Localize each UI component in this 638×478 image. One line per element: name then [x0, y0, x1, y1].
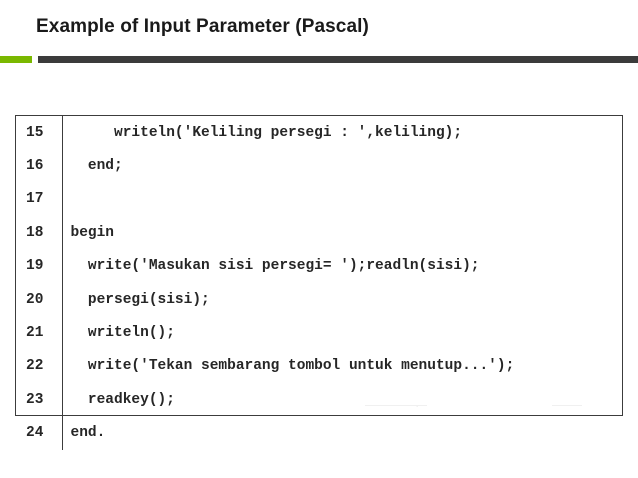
- code-listing-box: 15 writeln('Keliling persegi : ',kelilin…: [15, 115, 623, 450]
- code-line: readkey();: [70, 391, 175, 408]
- line-number: 17: [16, 182, 63, 217]
- divider-gap: [32, 56, 38, 63]
- code-line: writeln();: [70, 325, 175, 342]
- line-number: 16: [16, 149, 63, 183]
- code-line: write('Masukan sisi persegi= ');readln(s…: [70, 258, 480, 275]
- line-number: 24: [16, 416, 63, 450]
- page-artifact-marker: .: [416, 400, 419, 409]
- table-row: 19 write('Masukan sisi persegi= ');readl…: [16, 249, 622, 283]
- table-row: 22 write('Tekan sembarang tombol untuk m…: [16, 349, 622, 384]
- code-line: end.: [70, 425, 106, 442]
- code-line: [62, 183, 622, 216]
- line-number: 23: [16, 383, 63, 417]
- line-number: 20: [16, 282, 63, 317]
- code-line: writeln('Keliling persegi : ',keliling);: [70, 124, 463, 141]
- table-row: 21 writeln();: [16, 316, 622, 350]
- code-line: persegi(sisi);: [70, 291, 210, 308]
- table-row: 16 end;: [16, 149, 622, 183]
- line-number: 15: [16, 116, 63, 150]
- page-artifact-line-right: [552, 405, 582, 406]
- page-title: Example of Input Parameter (Pascal): [36, 16, 369, 37]
- table-row: 24 end.: [16, 416, 622, 450]
- page-artifact-line-left: [365, 405, 427, 406]
- title-divider: [0, 56, 638, 63]
- divider-dark-bar: [0, 56, 638, 63]
- divider-accent-bar: [0, 56, 32, 63]
- code-table: 15 writeln('Keliling persegi : ',kelilin…: [16, 116, 622, 450]
- table-row: 18 begin: [16, 216, 622, 250]
- code-line: write('Tekan sembarang tombol untuk menu…: [70, 358, 515, 375]
- line-number: 18: [16, 216, 63, 250]
- table-row: 17: [16, 182, 622, 217]
- line-number: 19: [16, 249, 63, 283]
- line-number: 21: [16, 316, 63, 350]
- line-number: 22: [16, 349, 63, 384]
- table-row: 23 readkey();: [16, 383, 622, 417]
- code-line: begin: [70, 224, 115, 241]
- table-row: 20 persegi(sisi);: [16, 282, 622, 317]
- code-line: end;: [70, 158, 123, 175]
- table-row: 15 writeln('Keliling persegi : ',kelilin…: [16, 116, 622, 150]
- code-table-body: 15 writeln('Keliling persegi : ',kelilin…: [16, 116, 622, 450]
